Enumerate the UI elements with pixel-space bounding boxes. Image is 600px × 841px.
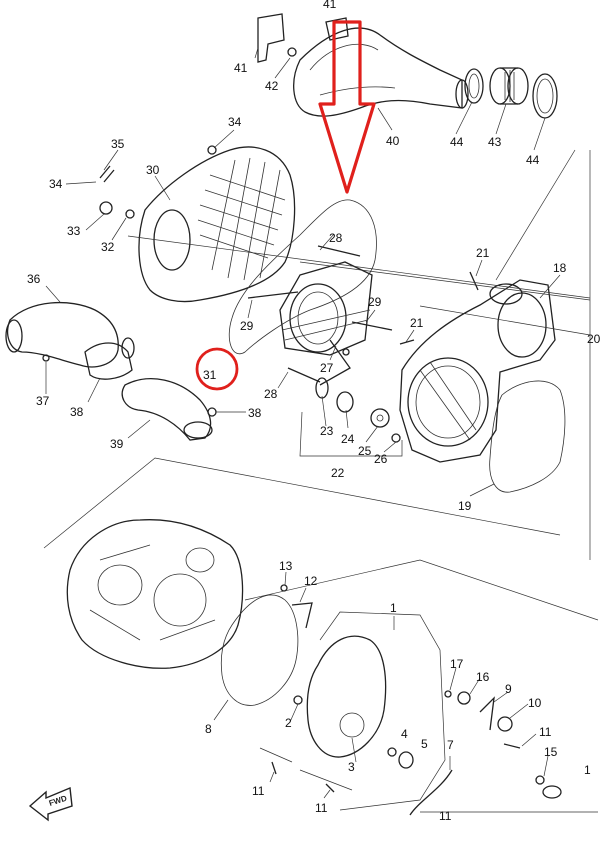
callout-11: 11: [315, 801, 328, 815]
callout-8: 8: [205, 722, 212, 736]
callout-28: 28: [329, 231, 343, 245]
callout-10: 10: [528, 696, 542, 710]
callout-14: 1: [584, 763, 591, 777]
callout-3: 3: [348, 760, 355, 774]
small-parts-4-5: [387, 747, 414, 769]
bolts-28-29: [247, 245, 393, 383]
callout-2: 2: [285, 716, 292, 730]
callout-labels: 41 41 42 40 44 43 44 34 35 30 34 33 32 2…: [27, 0, 600, 823]
hose-39: [121, 378, 213, 441]
callout-19: 19: [458, 499, 472, 513]
bolts-11: [271, 761, 335, 793]
bracket-41: [257, 13, 349, 63]
callout-17: 17: [450, 657, 464, 671]
callout-44: 44: [450, 135, 464, 149]
highlight-circle-31: [195, 347, 239, 391]
fasteners-32-35: [99, 145, 217, 219]
shaft-12: [291, 602, 313, 629]
callout-35: 35: [111, 137, 125, 151]
callout-33: 33: [67, 224, 81, 238]
clamp-38: [207, 407, 217, 417]
callout-44: 44: [526, 153, 540, 167]
gasket-31: [228, 199, 377, 355]
parts-14-15: [535, 775, 562, 799]
callout-42: 42: [265, 79, 279, 93]
engine-block: [66, 519, 244, 669]
callout-15: 15: [544, 745, 558, 759]
intake-duct-36: [5, 301, 119, 368]
callout-21: 21: [410, 316, 424, 330]
callout-32: 32: [101, 240, 115, 254]
bolts-21: [399, 271, 479, 345]
screw-37: [42, 354, 50, 362]
callout-16: 16: [476, 670, 490, 684]
bolt-13: [280, 584, 288, 592]
clamp-44b: [532, 73, 558, 119]
callout-31: 31: [203, 368, 217, 382]
callout-38: 38: [70, 405, 84, 419]
hose-7: [409, 769, 453, 816]
air-duct-40: [293, 27, 469, 117]
gasket-19: [489, 380, 566, 493]
callout-11: 11: [252, 784, 265, 798]
callout-29: 29: [240, 319, 254, 333]
crankcase-cover-18: [399, 279, 556, 463]
callout-11: 11: [439, 809, 452, 823]
housing-27: [279, 261, 373, 386]
callout-34: 34: [49, 177, 63, 191]
callout-18: 18: [553, 261, 567, 275]
callout-26: 26: [374, 452, 388, 466]
callout-34: 34: [228, 115, 242, 129]
gasket-8: [220, 594, 299, 706]
callout-27: 27: [320, 361, 334, 375]
callout-1: 1: [390, 601, 397, 615]
callout-30: 30: [146, 163, 160, 177]
clamp-44a: [464, 68, 484, 104]
callout-41: 41: [323, 0, 337, 11]
callout-7: 7: [447, 738, 454, 752]
callout-22: 22: [331, 466, 345, 480]
highlight-arrow: [318, 20, 376, 194]
callout-23: 23: [320, 424, 334, 438]
callout-25: 25: [358, 444, 372, 458]
callout-11: 11: [539, 725, 552, 739]
callout-12: 12: [304, 574, 318, 588]
screw-42: [287, 47, 297, 57]
callout-28: 28: [264, 387, 278, 401]
callout-38: 38: [248, 406, 262, 420]
boot-38: [84, 337, 135, 380]
callout-9: 9: [505, 682, 512, 696]
callout-39: 39: [110, 437, 124, 451]
callout-24: 24: [341, 432, 355, 446]
callout-4: 4: [401, 727, 408, 741]
callout-41: 41: [234, 61, 248, 75]
callout-13: 13: [279, 559, 293, 573]
parts-9-17: [444, 690, 521, 749]
callout-43: 43: [488, 135, 502, 149]
joint-43: [489, 67, 529, 105]
callout-36: 36: [27, 272, 41, 286]
cover-30: [138, 146, 296, 303]
callout-40: 40: [386, 134, 400, 148]
callout-5: 5: [421, 737, 428, 751]
cover-1: [293, 635, 387, 758]
callout-20: 20: [587, 332, 600, 346]
callout-29: 29: [368, 295, 382, 309]
callout-37: 37: [36, 394, 50, 408]
fwd-arrow-icon: FWD: [28, 786, 73, 822]
leader-lines: [43, 47, 599, 813]
callout-21: 21: [476, 246, 490, 260]
